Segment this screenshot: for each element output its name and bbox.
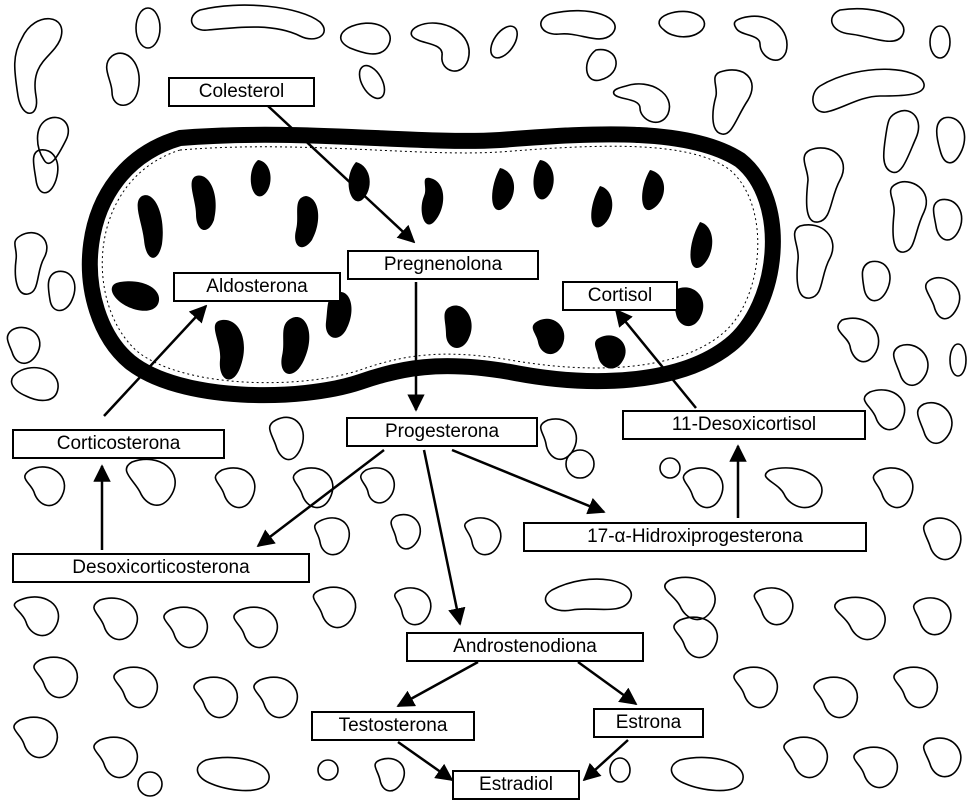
node-estrona: Estrona (593, 708, 704, 738)
node-desoxicorticosterona: Desoxicorticosterona (12, 553, 310, 583)
node-colesterol: Colesterol (168, 77, 315, 107)
node-aldosterona: Aldosterona (173, 272, 341, 302)
node-11-desoxicortisol: 11-Desoxicortisol (622, 410, 866, 440)
node-androstenodiona: Androstenodiona (406, 632, 644, 662)
node-pregnenolona: Pregnenolona (347, 250, 539, 280)
cytoplasm-vesicles (7, 5, 966, 796)
arrow-estrona-estradiol (584, 740, 628, 780)
node-progesterona: Progesterona (346, 417, 538, 447)
node-cortisol: Cortisol (562, 281, 678, 311)
arrow-testosterona-estradiol (398, 742, 452, 780)
arrow-androstenodiona-estrona (578, 662, 636, 704)
node-17-alpha-hidroxiprogesterona: 17-α-Hidroxiprogesterona (523, 522, 867, 552)
arrow-androstenodiona-testosterona (398, 662, 478, 706)
arrow-progesterona-desoxicorticosterona (258, 450, 384, 546)
node-testosterona: Testosterona (311, 711, 475, 741)
node-corticosterona: Corticosterona (12, 429, 225, 459)
arrow-progesterona-hidroxiprogesterona (452, 450, 604, 512)
node-estradiol: Estradiol (452, 770, 580, 800)
